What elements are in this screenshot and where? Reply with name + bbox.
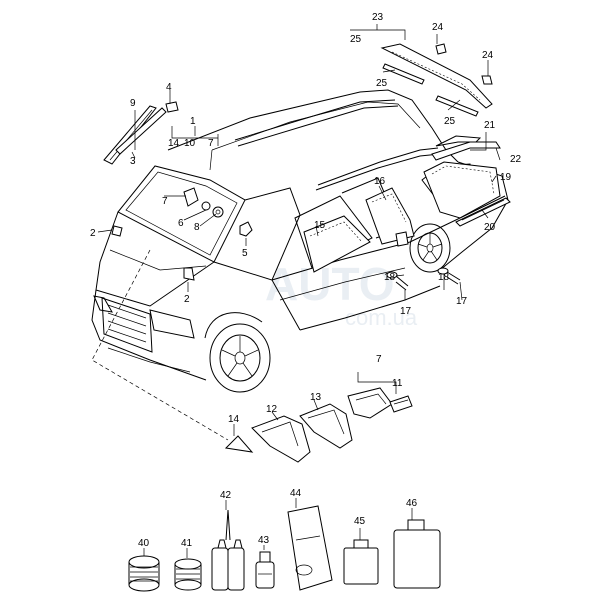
part-5 xyxy=(239,221,253,237)
callout-8: 8 xyxy=(194,222,200,233)
callout-12: 12 xyxy=(266,404,278,415)
rear-wheel xyxy=(409,223,451,273)
callout-17: 17 xyxy=(400,306,412,317)
callout-18: 18 xyxy=(384,272,396,283)
rear-quarter-parts xyxy=(423,135,511,227)
callout-42: 42 xyxy=(220,490,232,501)
callout-3: 3 xyxy=(130,156,136,167)
part-2a xyxy=(111,225,123,237)
leader-lines xyxy=(97,24,501,558)
lower-trim-parts xyxy=(224,387,413,463)
canister-46 xyxy=(393,519,441,589)
watermark-sub-text: com.ua xyxy=(345,305,418,330)
callout-14: 14 xyxy=(228,414,240,425)
callout-20: 20 xyxy=(484,222,496,233)
callout-25: 25 xyxy=(350,34,362,45)
clip-4-part xyxy=(165,101,179,113)
callout-16: 16 xyxy=(374,176,386,187)
callout-5: 5 xyxy=(242,248,248,259)
callout-13: 13 xyxy=(310,392,322,403)
callout-4: 4 xyxy=(166,82,172,93)
clip-24a-part xyxy=(435,43,447,55)
callout-7: 7 xyxy=(208,138,214,149)
callout-19: 19 xyxy=(500,172,512,183)
container-45 xyxy=(343,539,379,585)
door-glass-parts xyxy=(303,187,415,273)
callout-44: 44 xyxy=(290,488,302,499)
callout-11: 11 xyxy=(392,378,403,389)
callout-2: 2 xyxy=(90,228,96,239)
callout-23: 23 xyxy=(372,12,384,23)
callout-40: 40 xyxy=(138,538,150,549)
callout-43: 43 xyxy=(258,535,270,546)
bolt-parts xyxy=(386,231,461,291)
callout-25: 25 xyxy=(444,116,456,127)
callout-6: 6 xyxy=(178,218,184,229)
callout-24: 24 xyxy=(432,22,444,33)
part-2b xyxy=(183,267,195,281)
callout-7: 7 xyxy=(162,196,168,207)
watermark-text: AUTO xyxy=(265,258,395,310)
callout-9: 9 xyxy=(130,98,136,109)
repair-kit-bag-44 xyxy=(287,505,333,591)
callout-45: 45 xyxy=(354,516,366,527)
callout-14: 14 xyxy=(168,138,180,149)
callout-7: 7 xyxy=(376,354,382,365)
callout-15: 15 xyxy=(314,220,326,231)
callout-25: 25 xyxy=(376,78,388,89)
clip-24b-part xyxy=(481,75,493,85)
callout-46: 46 xyxy=(406,498,418,509)
callout-18: 18 xyxy=(438,272,450,283)
callout-22: 22 xyxy=(510,154,522,165)
callout-10: 10 xyxy=(184,138,196,149)
tape-roll-40 xyxy=(128,555,160,592)
callout-2: 2 xyxy=(184,294,190,305)
car-body xyxy=(91,89,509,441)
callout-41: 41 xyxy=(181,538,193,549)
callout-17: 17 xyxy=(456,296,468,307)
callout-24: 24 xyxy=(482,50,494,61)
tape-roll-41 xyxy=(174,558,202,591)
callout-1: 1 xyxy=(190,116,196,127)
rear-roof-glass-part xyxy=(380,43,493,117)
front-wheel xyxy=(204,312,271,393)
adhesive-cartridges-42 xyxy=(211,509,245,591)
callout-labels: 23 25 24 24 25 25 21 22 19 20 16 15 18 1… xyxy=(90,12,522,549)
primer-bottle-43 xyxy=(255,551,275,589)
callout-21: 21 xyxy=(484,120,496,131)
